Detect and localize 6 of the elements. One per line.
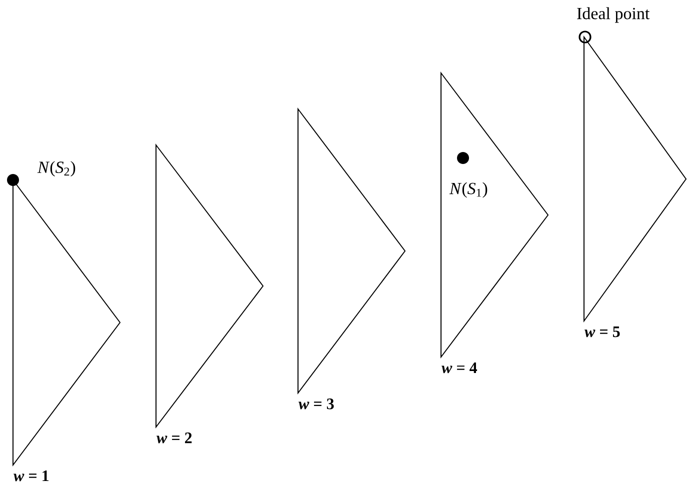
- weight-label: w = 3: [298, 398, 334, 410]
- weight-label: w = 2: [156, 432, 192, 444]
- weight-label: w = 4: [442, 362, 478, 374]
- weight-label: w = 5: [584, 326, 620, 338]
- weight-label: w = 1: [14, 470, 48, 482]
- point-label: N(S$_{1}$): [449, 182, 488, 198]
